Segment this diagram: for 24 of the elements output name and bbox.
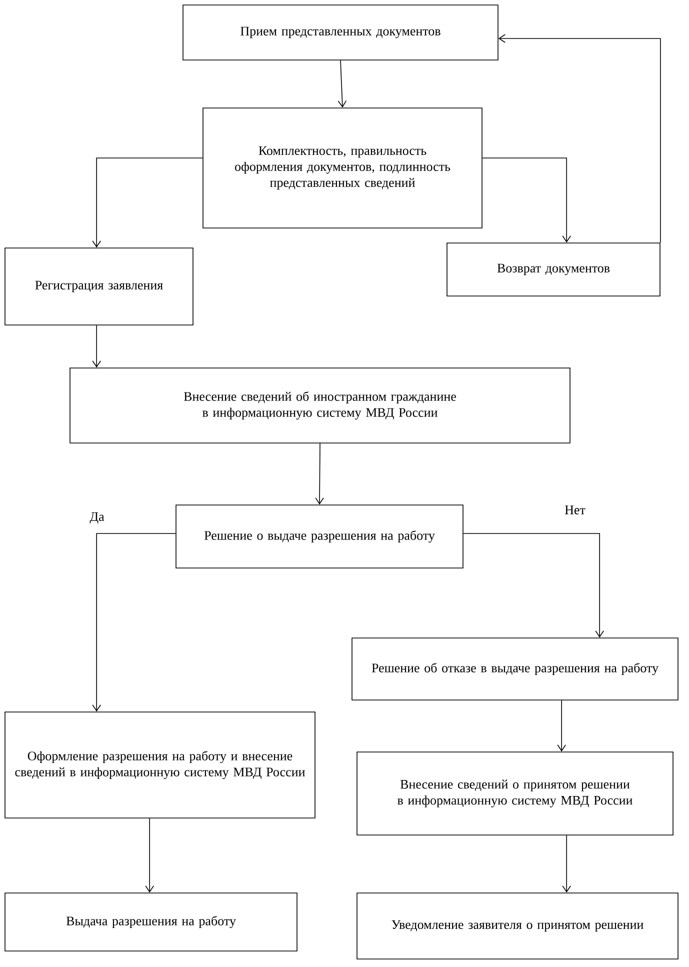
arrow	[145, 818, 154, 893]
process-box: Оформление разрешения на работу и внесение сведений в информационную систему МВД России	[4, 712, 316, 818]
arrow	[562, 835, 571, 893]
arrow	[557, 700, 566, 752]
process-box: Регистрация заявления	[4, 248, 194, 326]
process-box: Выдача разрешения на работу	[4, 892, 298, 952]
arrow	[315, 443, 324, 505]
process-box: Прием представленных документов	[182, 4, 498, 60]
process-box: Комплектность, правильность оформления документов, подлинность представленных сведений	[202, 108, 482, 228]
process-box: Внесение сведений о принятом решении в информационную систему МВД России	[356, 752, 674, 836]
arrow	[498, 34, 661, 243]
arrow	[482, 158, 571, 243]
arrow	[92, 533, 176, 712]
process-box: Уведомление заявителя о принятом решении	[356, 892, 678, 960]
edge-label: Да	[88, 511, 106, 525]
arrow	[338, 60, 347, 108]
process-box: Внесение сведений об иностранном гражданине в информационную систему МВД России	[70, 368, 570, 444]
process-box: Возврат документов	[446, 242, 660, 296]
arrow	[92, 325, 101, 368]
process-box: Решение о выдаче разрешения на работу	[176, 504, 464, 568]
arrow	[92, 158, 203, 248]
process-box: Решение об отказе в выдаче разрешения на работу	[352, 638, 678, 700]
arrow	[463, 533, 604, 638]
edge-label: Нет	[564, 504, 586, 516]
